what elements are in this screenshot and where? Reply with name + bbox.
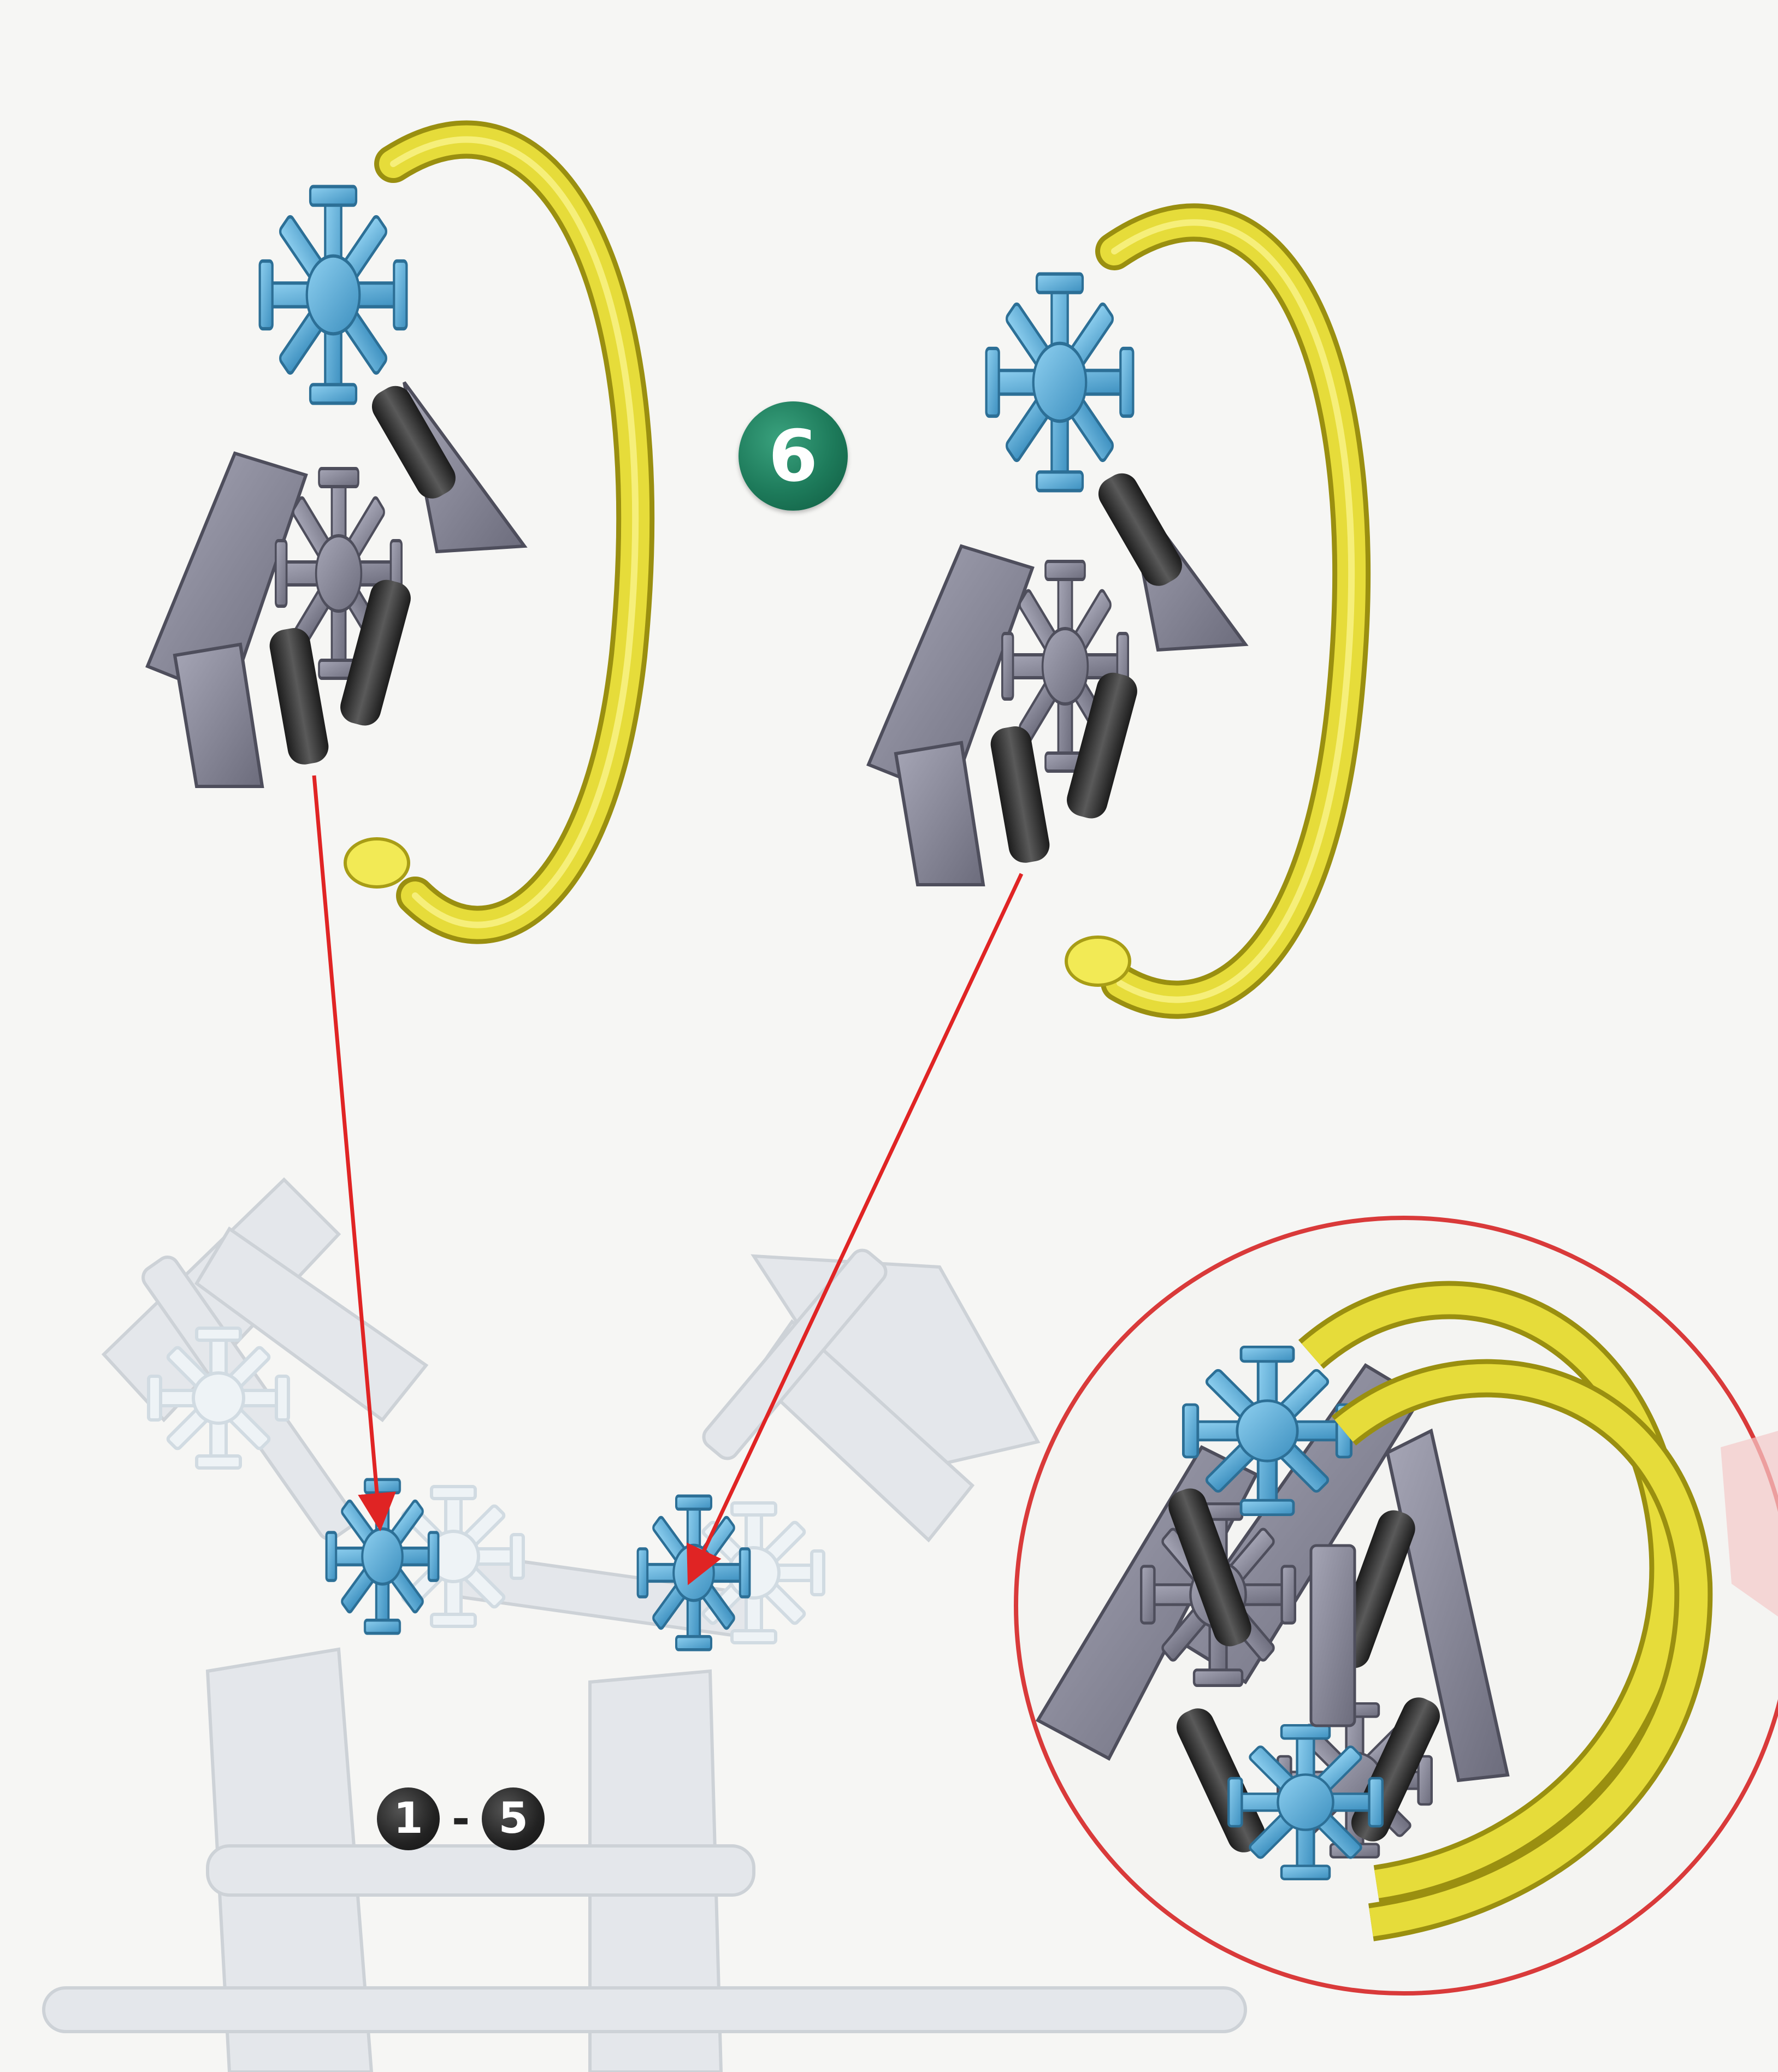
range-separator: - — [452, 1793, 470, 1844]
range-from-badge: 1 — [377, 1787, 440, 1850]
range-to-badge: 5 — [482, 1787, 545, 1850]
step-number: 6 — [769, 415, 818, 498]
subassembly-left — [147, 140, 635, 925]
subassembly-right — [869, 222, 1351, 999]
range-to: 5 — [499, 1794, 528, 1843]
zoom-callout-circle-icon — [1016, 1218, 1778, 1993]
range-from: 1 — [393, 1794, 423, 1843]
step-number-badge: 6 — [739, 401, 848, 511]
steps-range-label: 1 - 5 — [377, 1786, 545, 1851]
